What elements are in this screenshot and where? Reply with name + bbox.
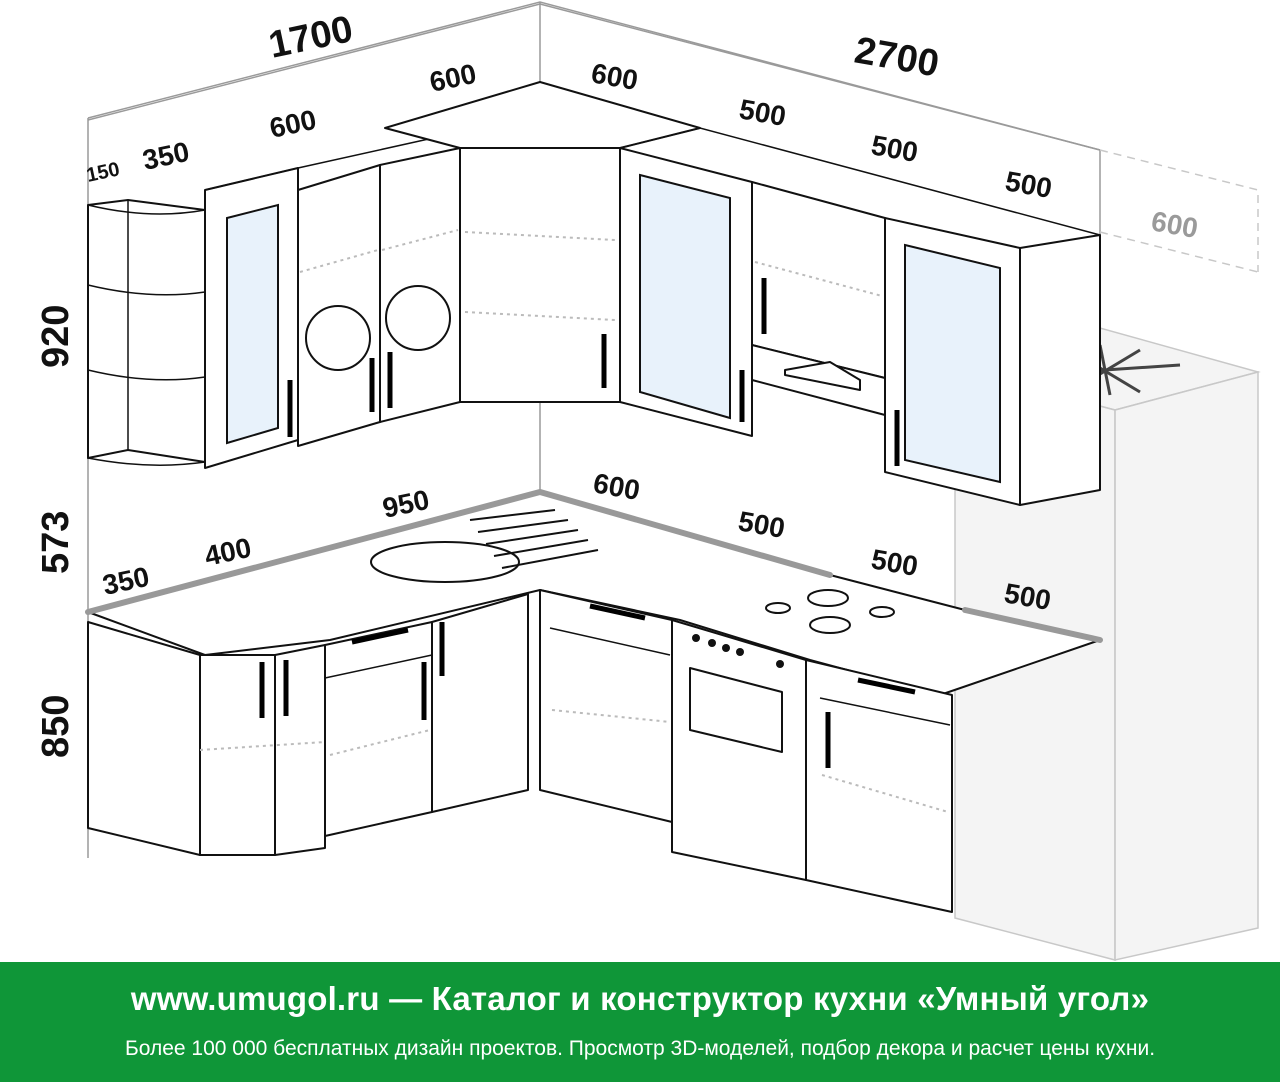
upper-cabinet-corner [384, 81, 701, 403]
footer-subtitle: Более 100 000 бесплатных дизайн проектов… [124, 1037, 1156, 1060]
base-cabinets-left [87, 593, 529, 856]
footer-title[interactable]: www.umugol.ru — Каталог и конструктор ку… [130, 980, 1150, 1017]
dim-upper-500-a: 500 [737, 93, 788, 132]
dim-upper-350: 350 [140, 136, 192, 176]
range-hood [784, 361, 861, 391]
dim-height-850: 850 [35, 695, 77, 758]
dim-fridge-600: 600 [1149, 205, 1200, 244]
dim-upper-150: 150 [84, 158, 121, 186]
dim-base-400: 400 [202, 532, 254, 572]
cutlery-icon [385, 285, 451, 351]
stove-burners [765, 589, 895, 634]
dim-upper-600: 600 [267, 104, 319, 144]
dim-upper-corner-right: 600 [589, 57, 640, 96]
sink [370, 541, 520, 583]
upper-cabinets-left [87, 131, 461, 469]
dim-height-573: 573 [35, 511, 77, 574]
dim-upper-500-c: 500 [1003, 165, 1054, 204]
cutlery-icon [305, 305, 371, 371]
kitchen-diagram: 1700 2700 150 350 600 600 600 500 500 50… [35, 1, 1261, 961]
dim-base-500-b: 500 [869, 543, 920, 582]
upper-cabinets-right [619, 127, 1101, 506]
dim-base-600: 600 [591, 467, 642, 506]
dim-upper-corner-left: 600 [427, 58, 479, 98]
base-cabinets-right [539, 589, 953, 913]
dim-wall-right: 2700 [851, 30, 942, 86]
dim-base-950: 950 [380, 484, 432, 524]
dim-upper-500-b: 500 [869, 129, 920, 168]
footer-banner: www.umugol.ru — Каталог и конструктор ку… [0, 962, 1280, 1082]
dim-base-500-a: 500 [736, 505, 787, 544]
stove [671, 619, 807, 881]
dim-wall-left: 1700 [265, 8, 356, 67]
dim-height-920: 920 [35, 305, 77, 368]
fridge-ghost [952, 149, 1261, 961]
